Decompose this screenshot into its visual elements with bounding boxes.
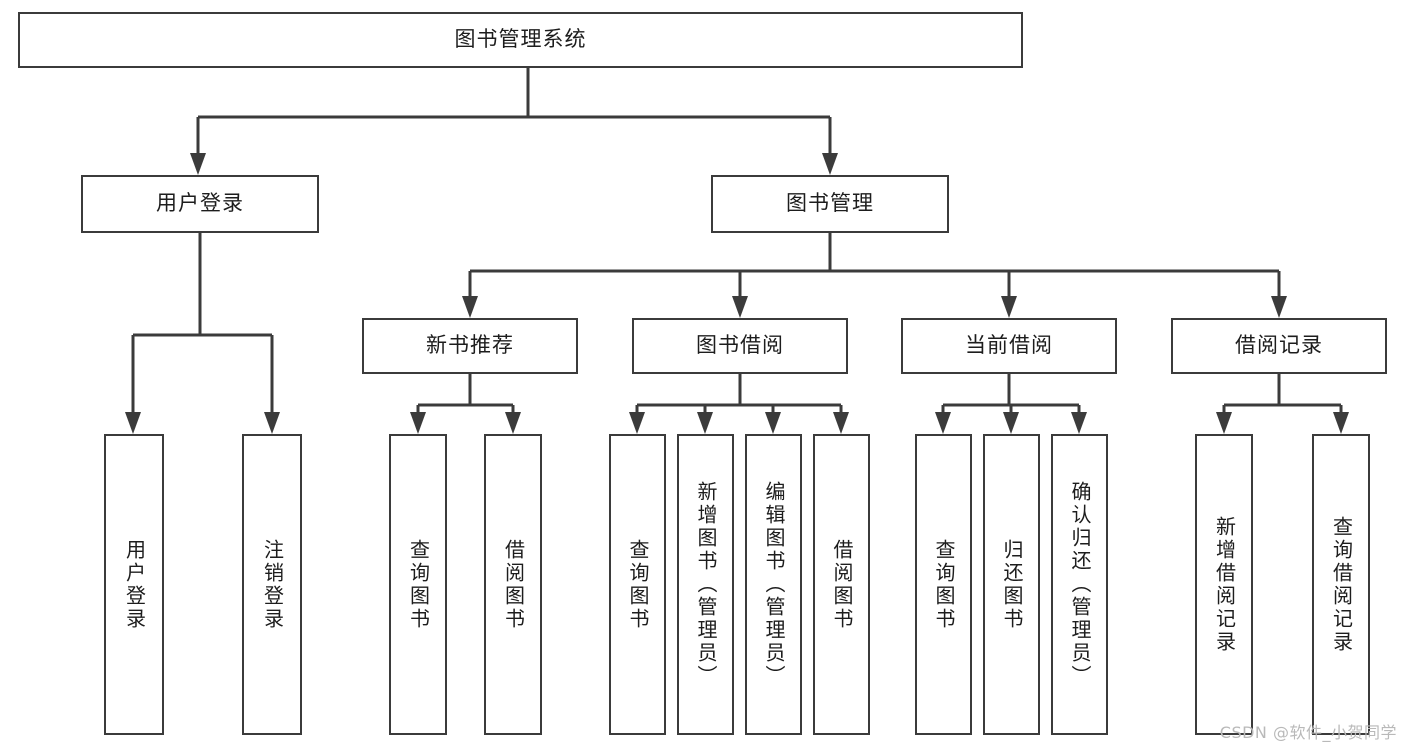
node-leaf-edit-book-admin[interactable]: 编辑图书（管理员） <box>745 434 802 735</box>
node-leaf-user-login[interactable]: 用户登录 <box>104 434 164 735</box>
node-leaf-query-book-current[interactable]: 查询图书 <box>915 434 972 735</box>
node-current-borrow[interactable]: 当前借阅 <box>901 318 1117 374</box>
node-label: 查询图书 <box>932 538 956 631</box>
node-leaf-query-book-new[interactable]: 查询图书 <box>389 434 447 735</box>
node-borrow-record[interactable]: 借阅记录 <box>1171 318 1387 374</box>
node-label: 借阅记录 <box>1235 333 1323 358</box>
node-leaf-borrow-book-new[interactable]: 借阅图书 <box>484 434 542 735</box>
node-label: 借阅图书 <box>501 538 526 631</box>
node-user-login[interactable]: 用户登录 <box>81 175 319 233</box>
node-leaf-user-logout[interactable]: 注销登录 <box>242 434 302 735</box>
node-label: 用户登录 <box>156 191 244 216</box>
node-leaf-confirm-return-admin[interactable]: 确认归还（管理员） <box>1051 434 1108 735</box>
node-book-management[interactable]: 图书管理 <box>711 175 949 233</box>
node-leaf-query-borrow-record[interactable]: 查询借阅记录 <box>1312 434 1370 735</box>
node-book-borrow[interactable]: 图书借阅 <box>632 318 848 374</box>
node-new-book-recommend[interactable]: 新书推荐 <box>362 318 578 374</box>
node-label: 查询图书 <box>626 538 650 631</box>
node-label: 归还图书 <box>1000 538 1024 631</box>
node-label: 编辑图书（管理员） <box>762 481 786 688</box>
node-label: 用户登录 <box>122 538 147 631</box>
node-leaf-query-book-borrow[interactable]: 查询图书 <box>609 434 666 735</box>
node-label: 新增图书（管理员） <box>694 481 718 688</box>
node-label: 图书管理 <box>786 191 874 216</box>
node-label: 借阅图书 <box>830 538 854 631</box>
node-label: 当前借阅 <box>965 333 1053 358</box>
node-label: 查询图书 <box>406 538 431 631</box>
node-label: 确认归还（管理员） <box>1068 481 1092 688</box>
node-leaf-add-book-admin[interactable]: 新增图书（管理员） <box>677 434 734 735</box>
node-label: 图书借阅 <box>696 333 784 358</box>
node-leaf-borrow-book[interactable]: 借阅图书 <box>813 434 870 735</box>
node-leaf-add-borrow-record[interactable]: 新增借阅记录 <box>1195 434 1253 735</box>
node-label: 新增借阅记录 <box>1212 515 1237 654</box>
node-label: 查询借阅记录 <box>1329 515 1354 654</box>
node-root-system[interactable]: 图书管理系统 <box>18 12 1023 68</box>
node-label: 图书管理系统 <box>454 27 587 52</box>
node-label: 新书推荐 <box>426 333 514 358</box>
node-label: 注销登录 <box>260 538 285 631</box>
node-leaf-return-book[interactable]: 归还图书 <box>983 434 1040 735</box>
